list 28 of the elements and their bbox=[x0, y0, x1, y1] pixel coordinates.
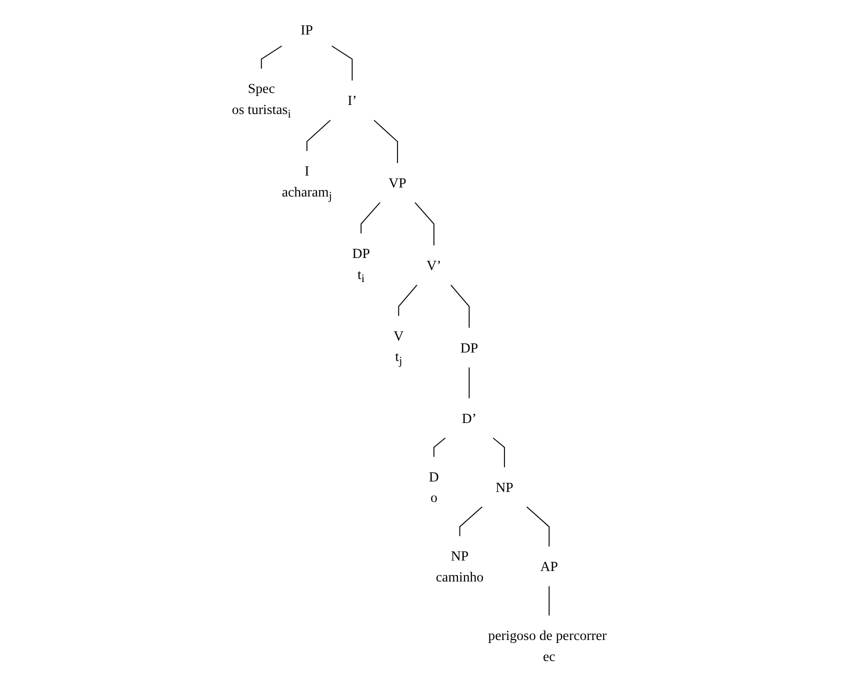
connector bbox=[526, 506, 550, 548]
connector bbox=[414, 202, 434, 246]
node-text: NP bbox=[496, 479, 514, 495]
connector bbox=[492, 437, 505, 468]
node-text: VP bbox=[388, 174, 406, 191]
connector bbox=[468, 366, 470, 399]
node-text: NP caminho bbox=[436, 548, 484, 585]
node-text: D o bbox=[428, 468, 439, 506]
connector bbox=[450, 284, 470, 328]
connector bbox=[433, 437, 446, 458]
node-text: I acharam$_{j}$ bbox=[282, 162, 332, 202]
node-text: perigoso de percorrer ec bbox=[488, 627, 607, 664]
node-text: D’ bbox=[462, 410, 476, 426]
node-text: DP t$_{i}$ bbox=[352, 245, 370, 285]
connector bbox=[306, 120, 331, 152]
node-text: I’ bbox=[348, 92, 357, 108]
node-text: V t$_{j}$ bbox=[394, 328, 404, 368]
connector bbox=[360, 202, 380, 234]
connector bbox=[260, 46, 282, 70]
connector bbox=[548, 586, 550, 616]
node-text: AP bbox=[540, 558, 558, 574]
node-text: IP bbox=[300, 22, 313, 38]
connector bbox=[398, 284, 418, 316]
connector bbox=[459, 506, 483, 537]
node-text: V’ bbox=[426, 257, 442, 274]
node-text: Spec os turistas$_{i}$ bbox=[232, 80, 291, 120]
node-text: DP bbox=[460, 340, 478, 356]
connector bbox=[374, 120, 398, 164]
